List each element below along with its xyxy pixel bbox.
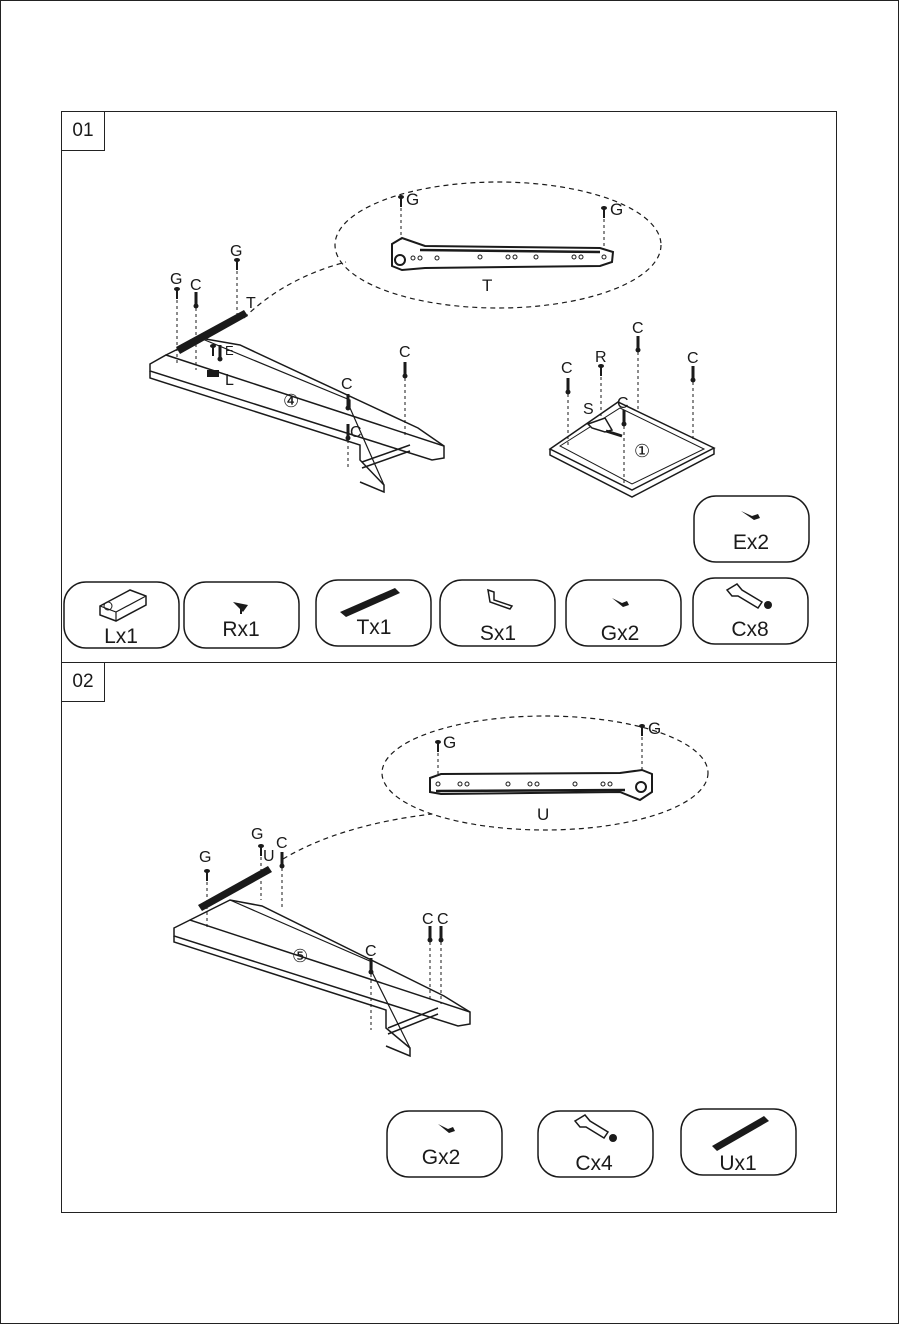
callout-label: C (632, 320, 644, 337)
cam-bolt-icon (280, 852, 285, 869)
screw-icon (174, 287, 180, 299)
side-panel-5 (174, 866, 470, 1056)
hardware-box-cx4: Cx4 (538, 1111, 653, 1177)
screw-label: G (443, 733, 456, 752)
screw-icon (398, 195, 404, 207)
hardware-label: Ex2 (733, 531, 769, 554)
callout-label: C (399, 344, 411, 361)
callout-label: G (170, 271, 182, 288)
hardware-box-gx2: Gx2 (566, 580, 681, 646)
callout-label: C (341, 376, 353, 393)
drawer-rail-u (430, 770, 652, 800)
callout-label: C (365, 943, 377, 960)
hardware-box-lx1: Lx1 (64, 582, 179, 648)
callout-label: U (263, 848, 275, 865)
drawer-rail-t (392, 238, 613, 270)
part-number: ④ (283, 391, 299, 411)
callout-label: R (595, 349, 607, 366)
callout-label: G (199, 849, 211, 866)
callout-label: C (190, 277, 202, 294)
hardware-label: Ux1 (719, 1152, 756, 1175)
hardware-box-ux1: Ux1 (681, 1109, 796, 1175)
callout-label: C (437, 911, 449, 928)
callout-label: C (617, 395, 629, 412)
screw-icon (204, 869, 210, 881)
hardware-label: Rx1 (222, 618, 259, 641)
screw-label: G (610, 200, 623, 219)
hardware-label: Cx4 (575, 1152, 613, 1175)
cam-bolt-icon (636, 336, 641, 353)
rail-label: T (482, 276, 492, 295)
cam-bolt-icon (566, 378, 571, 395)
cam-bolt-icon (194, 292, 199, 309)
hardware-label: Lx1 (104, 625, 138, 648)
hardware-label: Tx1 (356, 616, 391, 639)
screw-icon (435, 740, 441, 752)
hardware-box-tx1: Tx1 (316, 580, 431, 646)
callout-label: L (225, 372, 234, 389)
part-number: ① (634, 441, 650, 461)
hardware-box-cx8: Cx8 (693, 578, 808, 644)
hardware-box-sx1: Sx1 (440, 580, 555, 646)
callout-label: C (276, 835, 288, 852)
zoom-leader (244, 262, 346, 318)
hardware-box-rx1: Rx1 (184, 582, 299, 648)
panel-1 (550, 402, 714, 497)
callout-label: T (246, 295, 256, 312)
rail-label: U (537, 805, 549, 824)
part-number: ⑤ (292, 946, 308, 966)
callout-label: C (687, 350, 699, 367)
cam-bolt-icon (439, 926, 444, 943)
cam-bolt-icon (403, 362, 408, 379)
callout-label: C (350, 424, 362, 441)
callout-label: S (583, 401, 594, 418)
callout-label: C (561, 360, 573, 377)
callout-label: G (251, 826, 263, 843)
callout-label: E (225, 343, 234, 358)
hardware-box-ex2: Ex2 (694, 496, 809, 562)
hardware-label: Cx8 (731, 618, 768, 641)
cam-bolt-icon (428, 926, 433, 943)
hardware-label: Sx1 (480, 622, 516, 645)
screw-icon (639, 724, 645, 736)
screw-label: G (406, 190, 419, 209)
screw-icon (601, 206, 607, 218)
zoom-leader (283, 814, 432, 859)
screw-label: G (648, 719, 661, 738)
hardware-label: Gx2 (601, 622, 640, 645)
hardware-label: Gx2 (422, 1146, 461, 1169)
callout-label: C (422, 911, 434, 928)
hardware-box-gx2: Gx2 (387, 1111, 502, 1177)
cam-bolt-icon (691, 366, 696, 383)
screw-icon (210, 344, 216, 356)
callout-label: G (230, 243, 242, 260)
